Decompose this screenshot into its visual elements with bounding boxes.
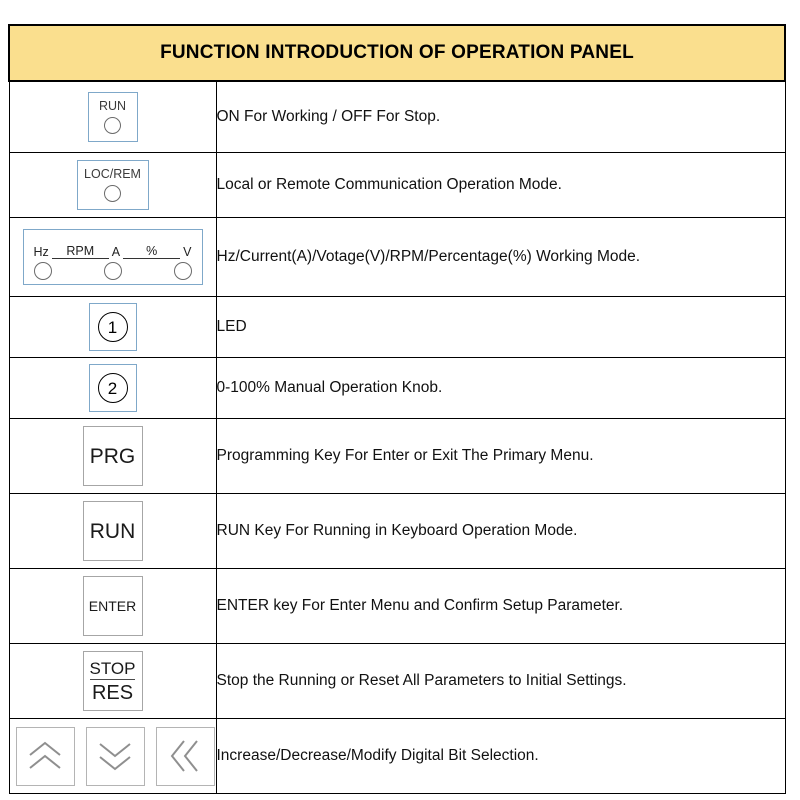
led-circle-icon: [104, 185, 121, 203]
table-row: PRG Programming Key For Enter or Exit Th…: [8, 418, 786, 494]
unit-mode-labels: Hz RPM A % V: [32, 235, 194, 259]
table-row: Increase/Decrease/Modify Digital Bit Sel…: [8, 718, 786, 794]
led-circle-icon: [103, 262, 122, 280]
description-cell: 0-100% Manual Operation Knob.: [215, 357, 786, 419]
row-description: Stop the Running or Reset All Parameters…: [216, 671, 627, 689]
segment-rule: [123, 258, 181, 259]
led-circle-icon: [104, 117, 121, 135]
res-key-label: RES: [91, 681, 134, 704]
row-description: Increase/Decrease/Modify Digital Bit Sel…: [216, 746, 539, 764]
icon-cell-unit-mode-indicator: Hz RPM A % V: [8, 217, 217, 297]
icon-cell-callout-two: 2: [8, 357, 217, 419]
double-chevron-up-icon: [29, 741, 61, 769]
icon-cell-prg-key: PRG: [8, 418, 217, 494]
description-cell: Stop the Running or Reset All Parameters…: [215, 643, 786, 719]
circled-number-icon: 1: [97, 312, 128, 342]
description-cell: ENTER key For Enter Menu and Confirm Set…: [215, 568, 786, 644]
icon-cell-callout-one: 1: [8, 296, 217, 358]
unit-mode-indicator[interactable]: Hz RPM A % V: [22, 229, 203, 285]
description-cell: Hz/Current(A)/Votage(V)/RPM/Percentage(%…: [215, 217, 786, 297]
description-cell: Increase/Decrease/Modify Digital Bit Sel…: [215, 718, 786, 794]
unit-label-a: A: [111, 244, 121, 259]
prg-key-label: PRG: [89, 444, 136, 468]
title-cell: FUNCTION INTRODUCTION OF OPERATION PANEL: [8, 24, 786, 82]
run-key-label: RUN: [89, 519, 136, 543]
row-description: Local or Remote Communication Operation …: [216, 175, 562, 193]
icon-cell-loc-rem-indicator: LOC/REM: [8, 152, 217, 218]
run-indicator-label: RUN: [98, 98, 127, 113]
run-key[interactable]: RUN: [82, 501, 143, 561]
table-row: LOC/REM Local or Remote Communication Op…: [8, 152, 786, 218]
table-header-row: FUNCTION INTRODUCTION OF OPERATION PANEL: [8, 24, 786, 82]
row-description: 0-100% Manual Operation Knob.: [216, 378, 443, 396]
function-introduction-table: FUNCTION INTRODUCTION OF OPERATION PANEL…: [8, 24, 786, 794]
increase-key[interactable]: [15, 726, 75, 786]
description-cell: ON For Working / OFF For Stop.: [215, 80, 786, 153]
led-circle-icon: [173, 262, 192, 280]
icon-cell-stop-res-key: STOP RES: [8, 643, 217, 719]
callout-two: 2: [88, 364, 137, 412]
icon-cell-run-key: RUN: [8, 493, 217, 569]
description-cell: Programming Key For Enter or Exit The Pr…: [215, 418, 786, 494]
enter-key-label: ENTER: [88, 598, 137, 614]
table-row: ENTER ENTER key For Enter Menu and Confi…: [8, 568, 786, 644]
table-row: 2 0-100% Manual Operation Knob.: [8, 357, 786, 419]
row-description: ON For Working / OFF For Stop.: [216, 107, 441, 125]
unit-label-v: V: [183, 244, 192, 259]
double-chevron-left-icon: [170, 740, 198, 772]
row-description: RUN Key For Running in Keyboard Operatio…: [216, 521, 578, 539]
segment-label-rpm: RPM: [66, 243, 95, 258]
decrease-key[interactable]: [85, 726, 145, 786]
segment-percent: %: [123, 243, 181, 259]
segment-label-percent: %: [146, 243, 158, 258]
segment-rule: [51, 258, 109, 259]
table-row: RUN RUN Key For Running in Keyboard Oper…: [8, 493, 786, 569]
loc-rem-indicator-label: LOC/REM: [84, 166, 141, 181]
stop-res-key[interactable]: STOP RES: [82, 651, 143, 711]
description-cell: Local or Remote Communication Operation …: [215, 152, 786, 218]
row-description: LED: [216, 317, 247, 335]
enter-key[interactable]: ENTER: [82, 576, 143, 636]
run-indicator[interactable]: RUN: [87, 92, 138, 142]
prg-key[interactable]: PRG: [82, 426, 143, 486]
row-description: Programming Key For Enter or Exit The Pr…: [216, 446, 594, 464]
shift-key[interactable]: [155, 726, 215, 786]
description-cell: LED: [215, 296, 786, 358]
table-row: STOP RES Stop the Running or Reset All P…: [8, 643, 786, 719]
icon-cell-enter-key: ENTER: [8, 568, 217, 644]
loc-rem-indicator[interactable]: LOC/REM: [76, 160, 149, 210]
table-row: 1 LED: [8, 296, 786, 358]
table-row: Hz RPM A % V: [8, 217, 786, 297]
double-chevron-down-icon: [99, 743, 131, 771]
row-description: Hz/Current(A)/Votage(V)/RPM/Percentage(%…: [216, 247, 641, 265]
row-description: ENTER key For Enter Menu and Confirm Set…: [216, 596, 624, 614]
circled-number-icon: 2: [97, 373, 128, 403]
segment-rpm: RPM: [51, 243, 109, 259]
table-row: RUN ON For Working / OFF For Stop.: [8, 80, 786, 153]
unit-label-hz: Hz: [33, 244, 49, 259]
callout-one: 1: [88, 303, 137, 351]
icon-cell-navigation-keys: [8, 718, 217, 794]
description-cell: RUN Key For Running in Keyboard Operatio…: [215, 493, 786, 569]
stop-key-label: STOP: [89, 658, 136, 680]
page-title: FUNCTION INTRODUCTION OF OPERATION PANEL: [160, 42, 634, 63]
unit-mode-leds: [32, 259, 194, 280]
icon-cell-run-indicator: RUN: [8, 80, 217, 153]
led-circle-icon: [33, 262, 52, 280]
navigation-keys: [10, 726, 216, 786]
